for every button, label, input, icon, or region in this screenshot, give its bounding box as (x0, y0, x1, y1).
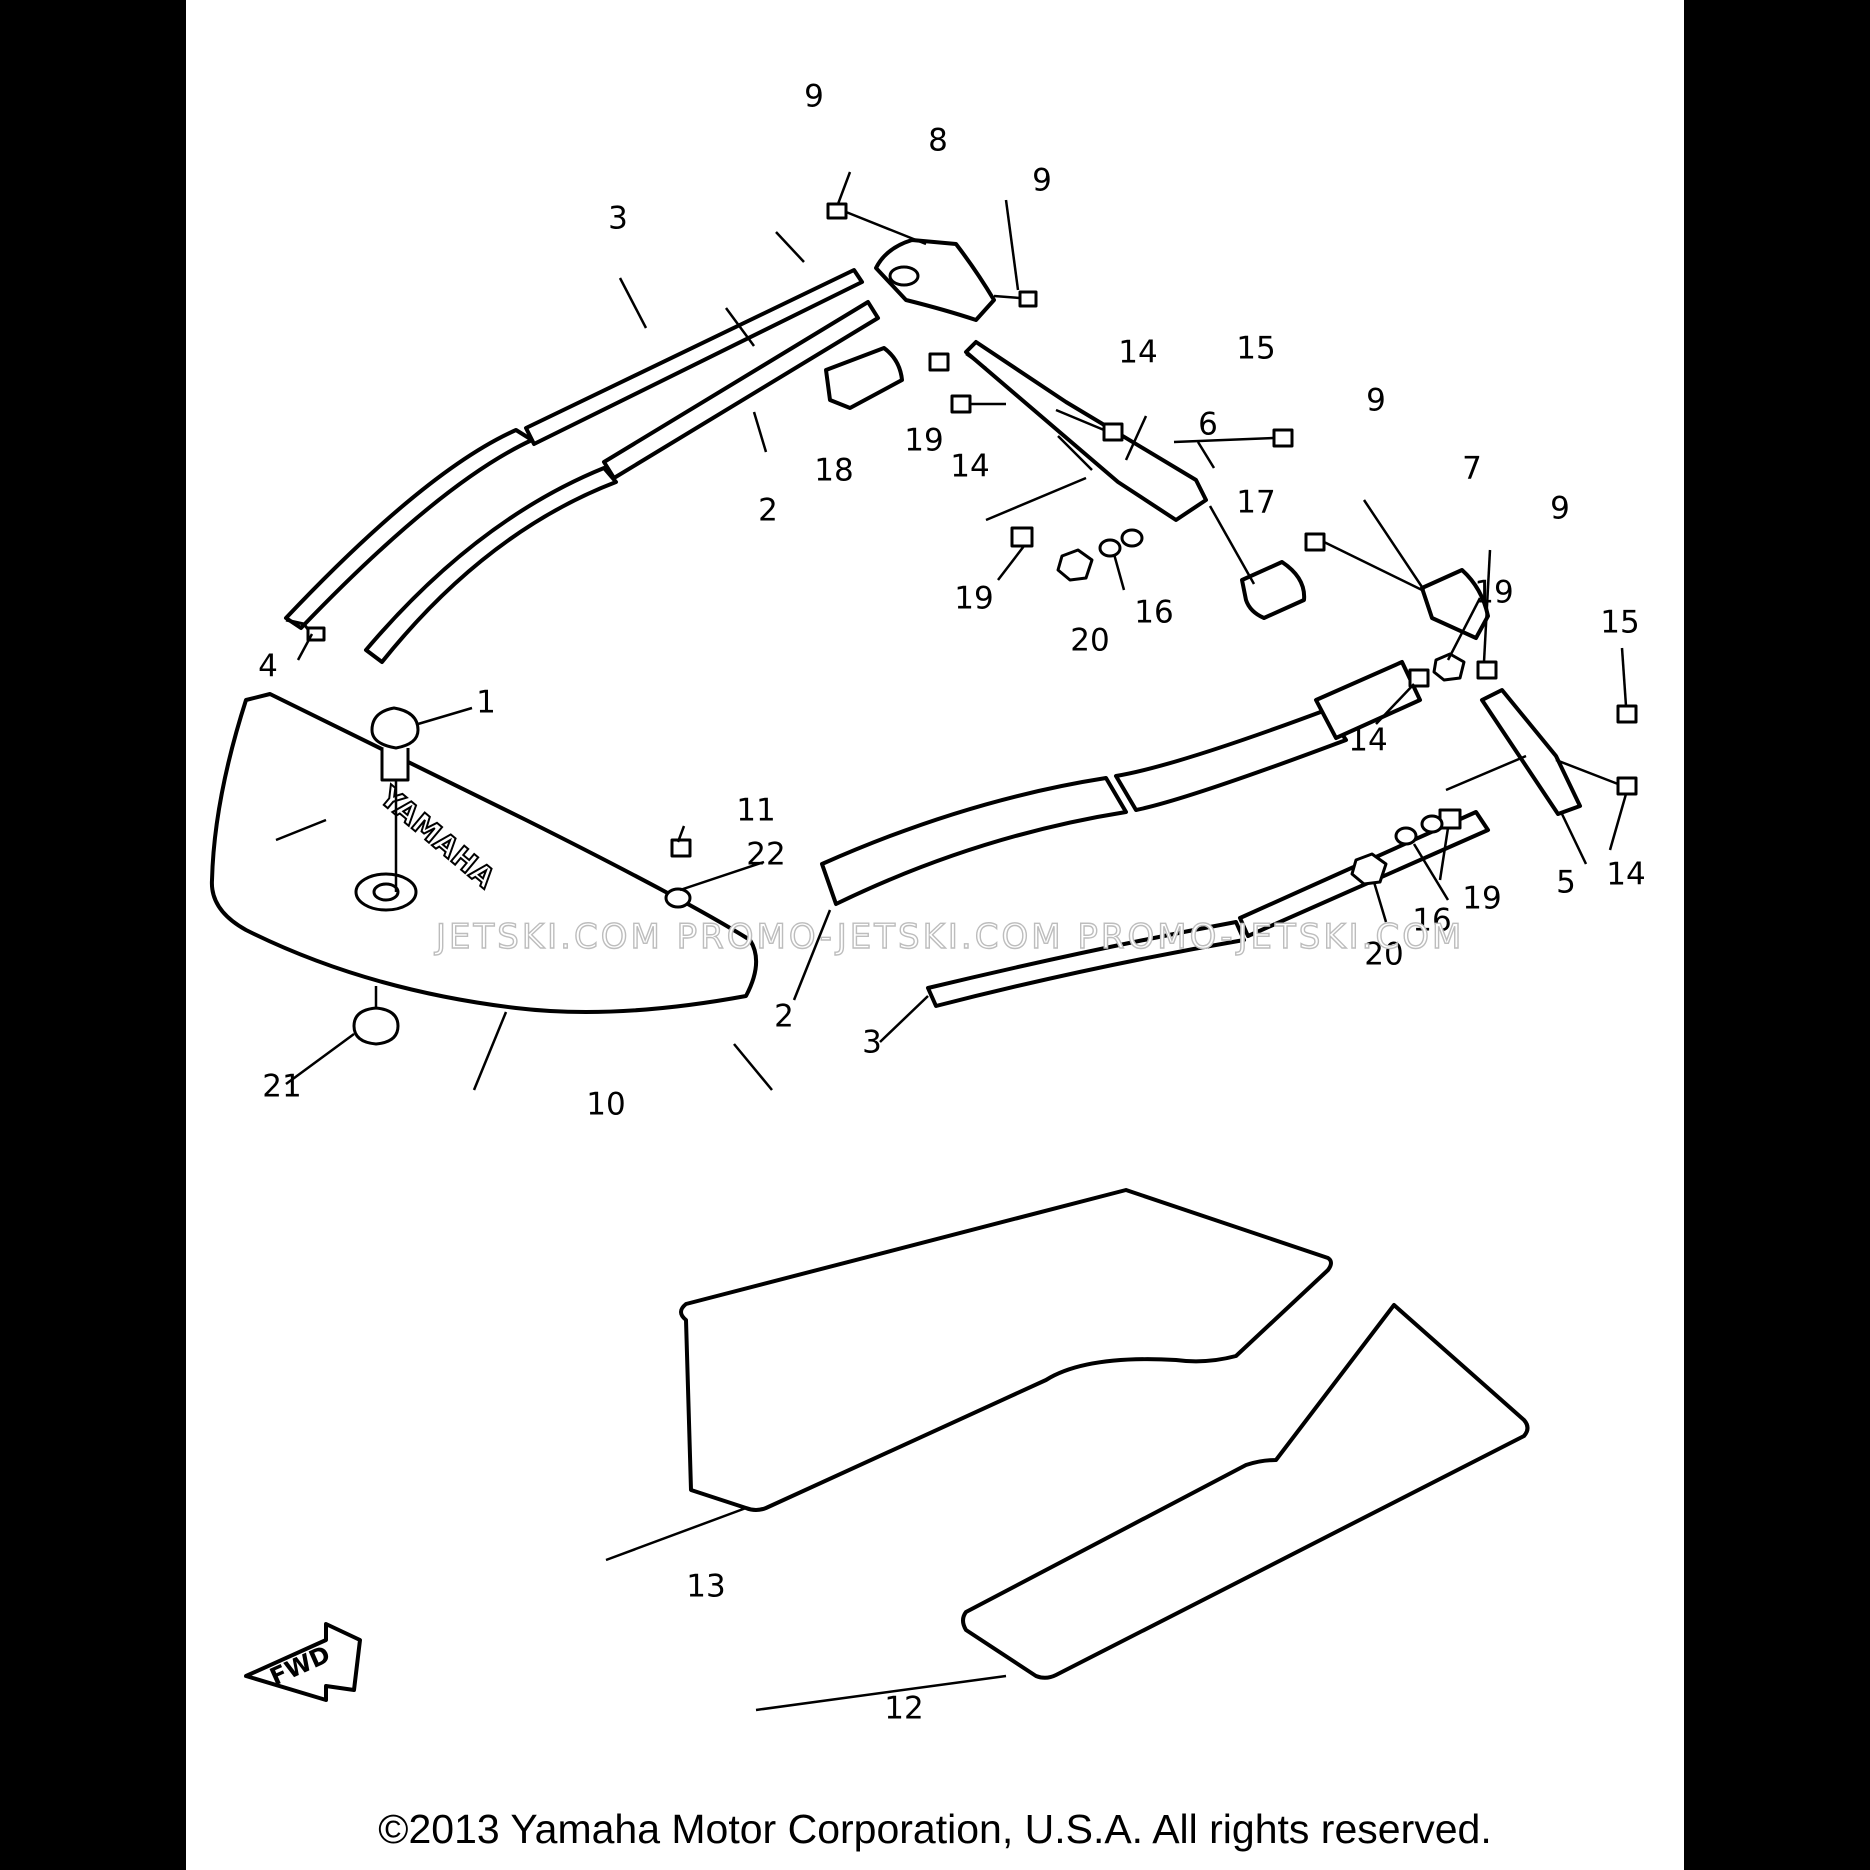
callout-2-rear: 2 (758, 493, 778, 529)
bolt-19-a (928, 352, 950, 372)
fasteners (285, 202, 1638, 909)
bracket-5 (1480, 688, 1582, 816)
callout-14-a: 14 (1118, 335, 1157, 371)
callout-2-front: 2 (774, 999, 794, 1035)
bracket-6 (964, 340, 1208, 522)
bolt-19-b (1010, 526, 1034, 548)
bolt-14-b (1102, 422, 1124, 442)
bolt-14-d (1616, 776, 1638, 796)
callout-19-c: 19 (1474, 575, 1513, 611)
bolt-9-d (1476, 660, 1498, 680)
bolt-9-c (1304, 532, 1326, 552)
callout-numbers: 1 2 2 3 3 4 5 6 7 8 9 9 9 9 10 11 12 13 … (258, 79, 1646, 1727)
exploded-parts-diagram: YAMAHA (209, 79, 1646, 1727)
callout-14-d: 14 (1606, 857, 1645, 893)
callout-1: 1 (476, 685, 496, 721)
washer-16-a (1098, 538, 1122, 558)
callout-10: 10 (586, 1087, 625, 1123)
bolt-9-b (1018, 290, 1038, 308)
callout-19-b: 19 (954, 581, 993, 617)
callout-4: 4 (258, 649, 278, 685)
bolt-15-b (1616, 704, 1638, 724)
callout-12: 12 (884, 1691, 923, 1727)
callout-3-front: 3 (862, 1025, 882, 1061)
screw-11 (670, 838, 692, 858)
rail-2-rear (364, 466, 618, 664)
rail-2-front-rear (1314, 660, 1422, 740)
nut-20-b (1350, 852, 1388, 886)
callout-13: 13 (686, 1569, 725, 1605)
callout-18: 18 (814, 453, 853, 489)
callout-19-a: 19 (904, 423, 943, 459)
washer-22 (664, 887, 692, 909)
callout-9-a: 9 (804, 79, 824, 115)
seat-pad-12 (961, 1303, 1530, 1680)
fwd-direction-arrow: FWD (244, 1622, 362, 1702)
callout-16-a: 16 (1134, 595, 1173, 631)
callout-9-d: 9 (1550, 491, 1570, 527)
seat-pad-13 (679, 1188, 1333, 1512)
bracket-7 (1420, 568, 1490, 640)
rail-2-front (820, 776, 1128, 906)
block-17 (1240, 560, 1307, 620)
bolt-15-a (1272, 428, 1294, 448)
callout-7: 7 (1462, 451, 1482, 487)
callout-8: 8 (928, 123, 948, 159)
bolt-14-a (950, 394, 972, 414)
callout-19-d: 19 (1462, 881, 1501, 917)
callout-17: 17 (1236, 485, 1275, 521)
washer-16-b (1120, 528, 1144, 548)
bracket-8 (874, 238, 996, 322)
grommet-21 (352, 1006, 400, 1046)
block-18 (824, 346, 904, 410)
callout-22: 22 (746, 837, 785, 873)
rail-2-rear-front-section (602, 300, 880, 480)
callout-21: 21 (262, 1069, 301, 1105)
bolt-4 (306, 626, 326, 642)
bolt-14-c (1408, 668, 1430, 688)
rail-2-front-mid (1114, 708, 1348, 812)
washer-16-d (1420, 814, 1444, 834)
callout-5: 5 (1556, 865, 1576, 901)
callout-9-b: 9 (1032, 163, 1052, 199)
rail-3-front (926, 920, 1246, 1008)
callout-15-a: 15 (1236, 331, 1275, 367)
callout-14-b: 14 (950, 449, 989, 485)
callout-16-b: 16 (1412, 903, 1451, 939)
leader-lines (285, 171, 1628, 1712)
bracket-8-hole (888, 265, 920, 287)
callout-3-rear: 3 (608, 201, 628, 237)
parts-diagram-sheet: YAMAHA (186, 0, 1684, 1870)
cover-hole-inner (372, 882, 400, 902)
washer-16-c (1394, 826, 1418, 846)
front-cover-10 (209, 692, 758, 1014)
bolt-9-a (826, 202, 848, 220)
copyright-notice: ©2013 Yamaha Motor Corporation, U.S.A. A… (378, 1806, 1492, 1852)
callout-14-c: 14 (1348, 723, 1387, 759)
callout-9-c: 9 (1366, 383, 1386, 419)
rail-3-rear-front-section (524, 268, 864, 446)
callout-15-b: 15 (1600, 605, 1639, 641)
callout-20-a: 20 (1070, 623, 1109, 659)
nut-20-a (1056, 548, 1094, 582)
callout-6: 6 (1198, 407, 1218, 443)
callout-20-b: 20 (1364, 937, 1403, 973)
watermark-text: JETSKI.COM PROMO-JETSKI.COM PROMO-JETSKI… (434, 917, 1464, 957)
callout-11: 11 (736, 793, 775, 829)
